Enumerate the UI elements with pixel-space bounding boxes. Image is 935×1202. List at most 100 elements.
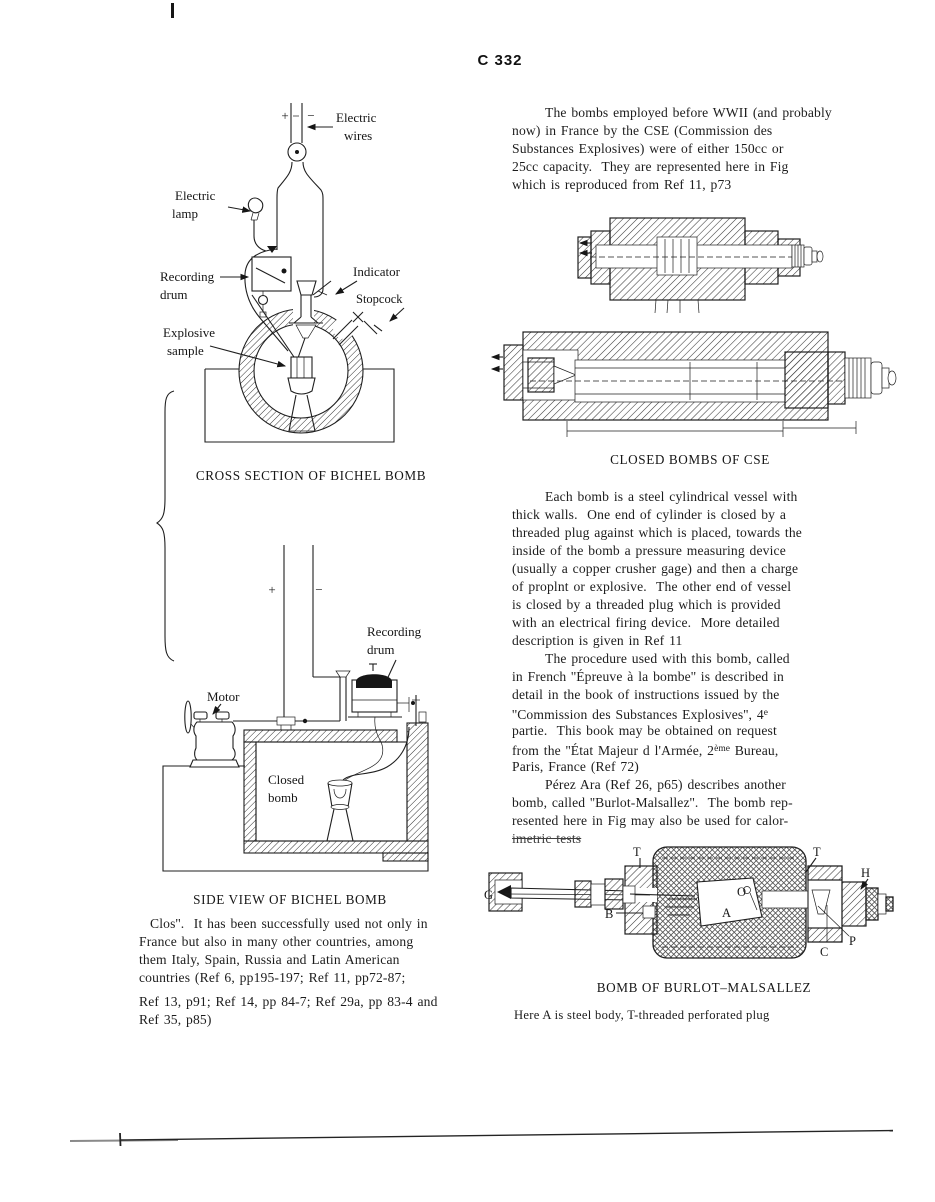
- paragraph-right-2: Each bomb is a steel cylindrical vessel …: [512, 488, 880, 650]
- electric-lamp-label: Electric: [175, 188, 216, 203]
- minus-sign: −: [307, 108, 314, 123]
- caption-cse: CLOSED BOMBS OF CSE: [610, 452, 770, 467]
- paragraph-right-1: The bombs employed before WWII (and prob…: [512, 104, 880, 194]
- paragraph-right-4: Pérez Ara (Ref 26, p65) describes anothe…: [512, 776, 880, 848]
- text-line: with an electrical firing device. More d…: [512, 615, 780, 630]
- text-line: detail in the book of instructions issue…: [512, 687, 780, 702]
- ignition-cables: [342, 716, 410, 782]
- burlot-note: Here A is steel body, T-threaded perfora…: [514, 1008, 770, 1022]
- burlot-letter-labels: G T T H B O A P C: [484, 845, 870, 959]
- label-p: P: [849, 934, 856, 948]
- label-o: O: [737, 885, 746, 899]
- text-line: which is reproduced from Ref 11, p73: [512, 177, 732, 192]
- text-line: (usually a copper crusher gage) and then…: [512, 561, 799, 576]
- explosive-sample-label-2: sample: [167, 343, 204, 358]
- plus-sign: +: [268, 582, 275, 597]
- stopcock-assembly: Stopcock: [332, 292, 405, 346]
- bottom-rule: [69, 1129, 894, 1147]
- electric-lamp-label-2: lamp: [172, 206, 198, 221]
- text-line: in French ''Épreuve à la bombe'' is desc…: [512, 669, 784, 684]
- bomb-chamber: Closed bomb: [243, 722, 429, 862]
- text-line: Clos''. It has been successfully used no…: [150, 916, 428, 931]
- burlot-leaders: [616, 857, 869, 942]
- figure-brace: [156, 390, 175, 662]
- label-t-right: T: [813, 845, 821, 859]
- paragraph-left: Clos''. It has been successfully used no…: [139, 915, 493, 1029]
- gas-bottle: [276, 161, 324, 298]
- text-line: is closed by a threaded plug which is pr…: [512, 597, 781, 612]
- stopcock-label: Stopcock: [356, 292, 403, 306]
- text-line: 25cc capacity. They are represented here…: [512, 159, 789, 174]
- text-line: imetric tests: [512, 831, 582, 846]
- paragraph-right-3: The procedure used with this bomb, calle…: [512, 650, 880, 776]
- caption-bichel-side: SIDE VIEW OF BICHEL BOMB: [193, 892, 387, 907]
- cse-bomb-large: [490, 331, 897, 437]
- bichel-side-view-figure: + − Recording drum Motor: [162, 545, 429, 872]
- text-line: now) in France by the CSE (Commission de…: [512, 123, 773, 138]
- text-line: of proplnt or explosive. The other end o…: [512, 579, 792, 594]
- recording-drum-label: Recording: [160, 269, 215, 284]
- text-line: resented here in Fig may also be used fo…: [512, 813, 789, 828]
- electric-lamp: Electric lamp: [172, 188, 267, 252]
- caption-burlot: BOMB OF BURLOT–MALSALLEZ: [596, 980, 812, 995]
- text-line: countries (Ref 6, pp195-197; Ref 11, pp7…: [139, 970, 406, 985]
- indicator-assembly: Indicator: [289, 264, 401, 339]
- burlot-right-plug: [807, 865, 894, 943]
- label-b: B: [605, 907, 613, 921]
- page-margin-tick: [171, 3, 174, 18]
- motor: Motor: [184, 689, 240, 768]
- motor-label: Motor: [207, 689, 240, 704]
- crucible: [326, 779, 354, 842]
- text-line: them Italy, Spain, Russia and Latin Amer…: [139, 952, 400, 967]
- plus-sign: +: [281, 108, 288, 123]
- base-block: [204, 368, 395, 443]
- bichel-cross-section-figure: + − Electric wires Electric lamp: [160, 103, 405, 443]
- closed-bomb-label: Closed: [268, 772, 305, 787]
- text-line: Each bomb is a steel cylindrical vessel …: [545, 489, 798, 504]
- text-line: ''Commission des Substances Explosives''…: [512, 707, 768, 722]
- cse-bombs-figure: [490, 217, 897, 437]
- terminal: [287, 142, 307, 162]
- text-line: The procedure used with this bomb, calle…: [545, 651, 790, 666]
- text-line: Pérez Ara (Ref 26, p65) describes anothe…: [545, 777, 786, 792]
- label-c: C: [820, 945, 828, 959]
- recording-drum-label: Recording: [367, 624, 422, 639]
- text-line: bomb, called ''Burlot-Malsallez''. The b…: [512, 795, 793, 810]
- text-line: Paris, France (Ref 72): [512, 759, 639, 774]
- burlot-body: [652, 846, 811, 959]
- burlot-bomb-figure: G T T H B O A P C: [484, 845, 894, 959]
- label-g: G: [484, 888, 493, 902]
- text-line: Substances Explosives) were of either 15…: [512, 141, 784, 156]
- electric-wires-label: Electric: [336, 110, 377, 125]
- electric-wires-label-2: wires: [344, 128, 372, 143]
- text-line: description is given in Ref 11: [512, 633, 683, 648]
- page-header: C 332: [477, 52, 523, 69]
- burlot-left-plug: [488, 865, 696, 935]
- recording-drum: Recording drum: [160, 246, 292, 319]
- electric-wires: + − Electric wires: [281, 103, 377, 143]
- text-line: The bombs employed before WWII (and prob…: [545, 105, 832, 120]
- recording-drum: Recording drum: [335, 624, 427, 726]
- minus-sign: −: [315, 582, 322, 597]
- explosive-sample: Explosive sample: [163, 294, 316, 432]
- text-line: from the ''État Majeur d l'Armée, 2ème B…: [512, 743, 779, 758]
- label-h: H: [861, 866, 870, 880]
- drive-shaft: [233, 716, 340, 731]
- text-line: threaded plug against which is placed, t…: [512, 525, 802, 540]
- recording-drum-label-2: drum: [367, 642, 394, 657]
- text-line: thick walls. One end of cylinder is clos…: [512, 507, 787, 522]
- wires: + −: [268, 545, 341, 721]
- text-line: partie. This book may be obtained on req…: [512, 723, 777, 738]
- label-t-left: T: [633, 845, 641, 859]
- indicator-label: Indicator: [353, 264, 401, 279]
- text-line: Ref 13, p91; Ref 14, pp 84-7; Ref 29a, p…: [139, 994, 438, 1009]
- text-line: inside of the bomb a pressure measuring …: [512, 543, 786, 558]
- cse-bomb-small: [577, 217, 824, 314]
- closed-bomb-label-2: bomb: [268, 790, 298, 805]
- recording-drum-label-2: drum: [160, 287, 187, 302]
- caption-bichel-cross: CROSS SECTION OF BICHEL BOMB: [195, 468, 427, 483]
- explosive-sample-label: Explosive: [163, 325, 215, 340]
- text-line: France but also in many other countries,…: [139, 934, 414, 949]
- label-a: A: [722, 906, 731, 920]
